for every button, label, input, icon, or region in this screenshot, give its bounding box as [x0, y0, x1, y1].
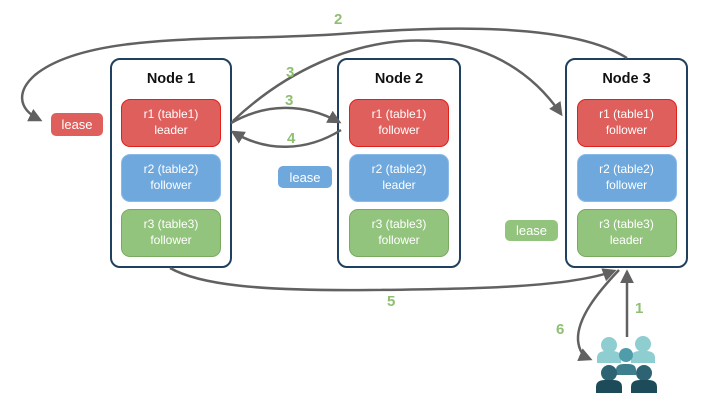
lease-tag-blue: lease — [278, 166, 332, 188]
node2-replica-r3: r3 (table3) follower — [349, 209, 449, 257]
step-label-2: 2 — [334, 11, 343, 28]
step-label-4: 4 — [287, 130, 296, 147]
replica-name: r3 (table3) — [371, 217, 427, 232]
replica-name: r3 (table3) — [599, 217, 654, 232]
replica-name: r1 (table1) — [143, 107, 199, 122]
step-label-1: 1 — [635, 300, 644, 317]
node3-replica-r3: r3 (table3) leader — [576, 209, 677, 257]
replica-role: follower — [150, 233, 192, 247]
node2-replica-r2: r2 (table2) leader — [349, 154, 449, 202]
node3-replica-r2: r2 (table2) follower — [576, 154, 677, 202]
node-1-title: Node 1 — [146, 71, 196, 87]
replica-role: follower — [605, 123, 648, 137]
replica-role: leader — [609, 233, 644, 247]
lease-tag-green: lease — [505, 220, 558, 241]
replica-name: r2 (table2) — [599, 162, 654, 177]
step-label-6: 6 — [556, 321, 565, 338]
replica-name: r2 (table2) — [143, 162, 199, 177]
arrow-5-node1-to-node3 — [169, 266, 617, 292]
node-2-card: Node 2 r1 (table1) follower r2 (table2) … — [337, 58, 461, 268]
node2-replica-r1: r1 (table1) follower — [349, 99, 449, 147]
step-label-5: 5 — [387, 293, 396, 310]
replica-name: r1 (table1) — [599, 107, 654, 122]
node3-replica-r1: r1 (table1) follower — [576, 99, 677, 147]
node-2-title: Node 2 — [374, 71, 424, 87]
replica-role: follower — [150, 178, 192, 192]
node1-replica-r1: r1 (table1) leader — [121, 99, 221, 147]
step-label-3b: 3 — [285, 92, 294, 109]
step-label-3a: 3 — [286, 64, 295, 81]
node1-replica-r2: r2 (table2) follower — [121, 154, 221, 202]
lease-tag-red: lease — [51, 113, 103, 136]
replica-role: follower — [378, 233, 420, 247]
arrow-3-node1-to-node2 — [230, 106, 342, 125]
replica-role: follower — [378, 123, 420, 137]
node-3-title: Node 3 — [602, 71, 651, 87]
replica-role: follower — [605, 178, 648, 192]
replica-role: leader — [154, 123, 188, 137]
replica-name: r3 (table3) — [143, 217, 199, 232]
node1-replica-r3: r3 (table3) follower — [121, 209, 221, 257]
replica-name: r1 (table1) — [371, 107, 427, 122]
users-icon — [596, 336, 657, 393]
replica-role: leader — [382, 178, 416, 192]
node-1-card: Node 1 r1 (table1) leader r2 (table2) fo… — [110, 58, 232, 268]
node-3-card: Node 3 r1 (table1) follower r2 (table2) … — [565, 58, 688, 268]
replica-name: r2 (table2) — [371, 162, 427, 177]
